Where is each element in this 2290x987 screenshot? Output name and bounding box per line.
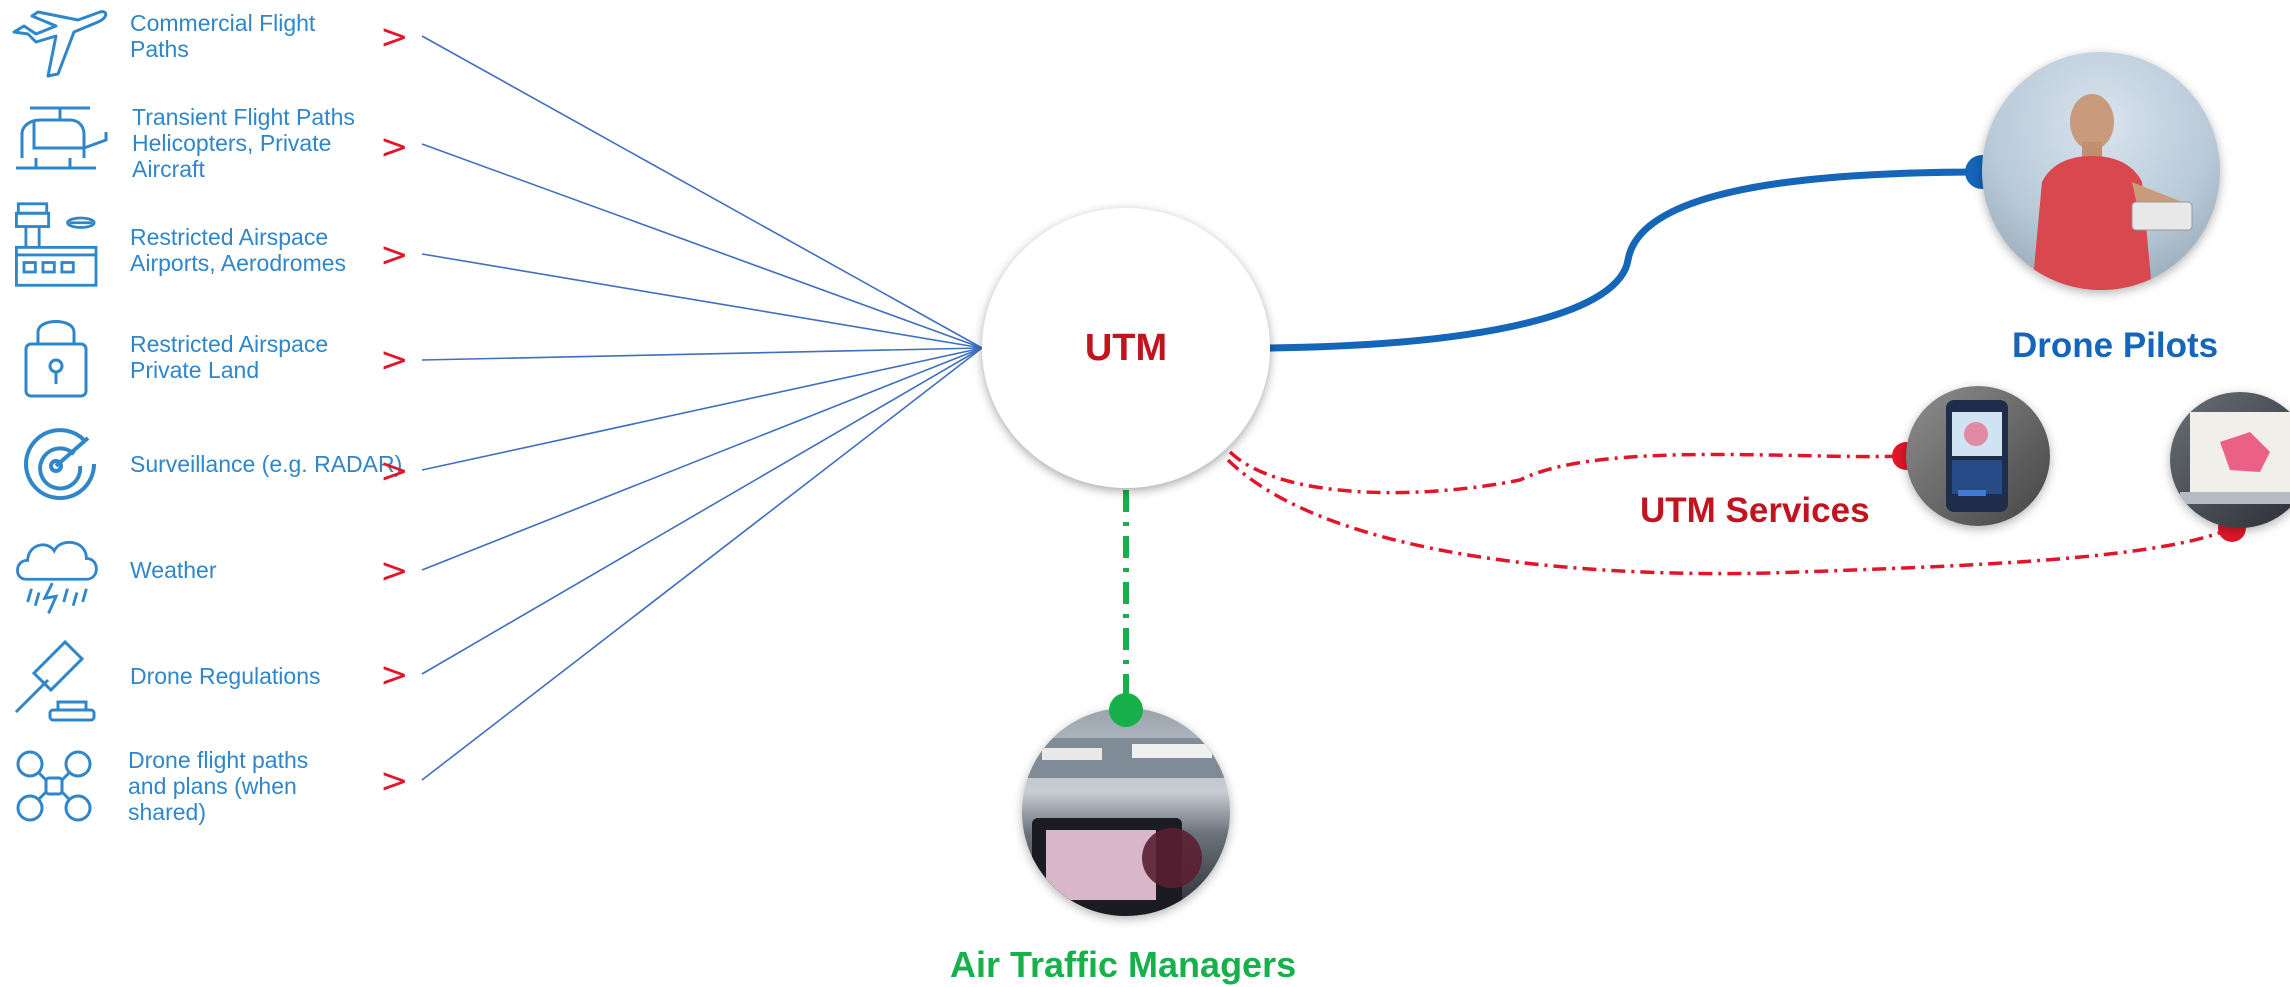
fan-line bbox=[421, 347, 983, 675]
source-arrow: > bbox=[380, 451, 409, 491]
source-arrow: > bbox=[380, 655, 409, 695]
source-label-regulations: Drone Regulations bbox=[130, 663, 321, 689]
source-arrow: > bbox=[380, 340, 409, 380]
utm-services-title: UTM Services bbox=[1640, 491, 1870, 530]
source-label-airports: Restricted Airspace Airports, Aerodromes bbox=[130, 224, 347, 276]
fan-line bbox=[421, 347, 983, 781]
source-label-surveillance: Surveillance (e.g. RADAR) bbox=[130, 451, 403, 477]
drone-pilot-photo bbox=[1982, 52, 2220, 290]
source-label-weather: Weather bbox=[130, 557, 217, 583]
source-arrow: > bbox=[380, 17, 409, 57]
airport-tower-icon bbox=[14, 202, 98, 287]
source-arrow: > bbox=[380, 127, 409, 167]
utm-services-laptop-photo bbox=[2170, 392, 2290, 528]
utm-hub-label: UTM bbox=[1084, 326, 1168, 369]
source-label-private-land: Restricted Airspace Private Land bbox=[130, 331, 329, 383]
source-label-drone-plans: Drone flight paths and plans (when share… bbox=[128, 747, 309, 825]
helicopter-icon bbox=[16, 106, 108, 170]
source-arrow: > bbox=[380, 761, 409, 801]
source-label-commercial: Commercial Flight Paths bbox=[130, 10, 316, 62]
fan-lines bbox=[421, 35, 983, 781]
radar-icon bbox=[24, 428, 96, 501]
padlock-icon bbox=[24, 320, 88, 398]
air-traffic-managers-title: Air Traffic Managers bbox=[950, 944, 1297, 985]
source-arrow: > bbox=[380, 235, 409, 275]
fan-line bbox=[421, 347, 983, 471]
utm-services-phone-photo bbox=[1906, 386, 2050, 526]
source-arrow: > bbox=[380, 551, 409, 591]
fan-line bbox=[421, 35, 983, 349]
utm-hub: UTM bbox=[982, 208, 1270, 488]
drone-pilots-title: Drone Pilots bbox=[2012, 326, 2219, 365]
source-label-transient: Transient Flight Paths Helicopters, Priv… bbox=[132, 104, 355, 182]
utm-services-phone-connector bbox=[1228, 450, 1907, 495]
fan-line bbox=[421, 143, 983, 349]
air-traffic-managers-connector-dot bbox=[1109, 693, 1143, 727]
airplane-icon bbox=[12, 10, 108, 78]
fan-line bbox=[421, 253, 983, 349]
utm-services-laptop-connector bbox=[1226, 458, 2233, 576]
storm-cloud-icon bbox=[16, 540, 98, 614]
drone-pilots-connector bbox=[1269, 168, 1983, 352]
drone-icon bbox=[16, 750, 92, 822]
fan-line bbox=[421, 347, 983, 571]
air-traffic-managers-photo bbox=[1022, 708, 1230, 916]
gavel-icon bbox=[14, 639, 96, 722]
fan-line bbox=[421, 347, 983, 361]
